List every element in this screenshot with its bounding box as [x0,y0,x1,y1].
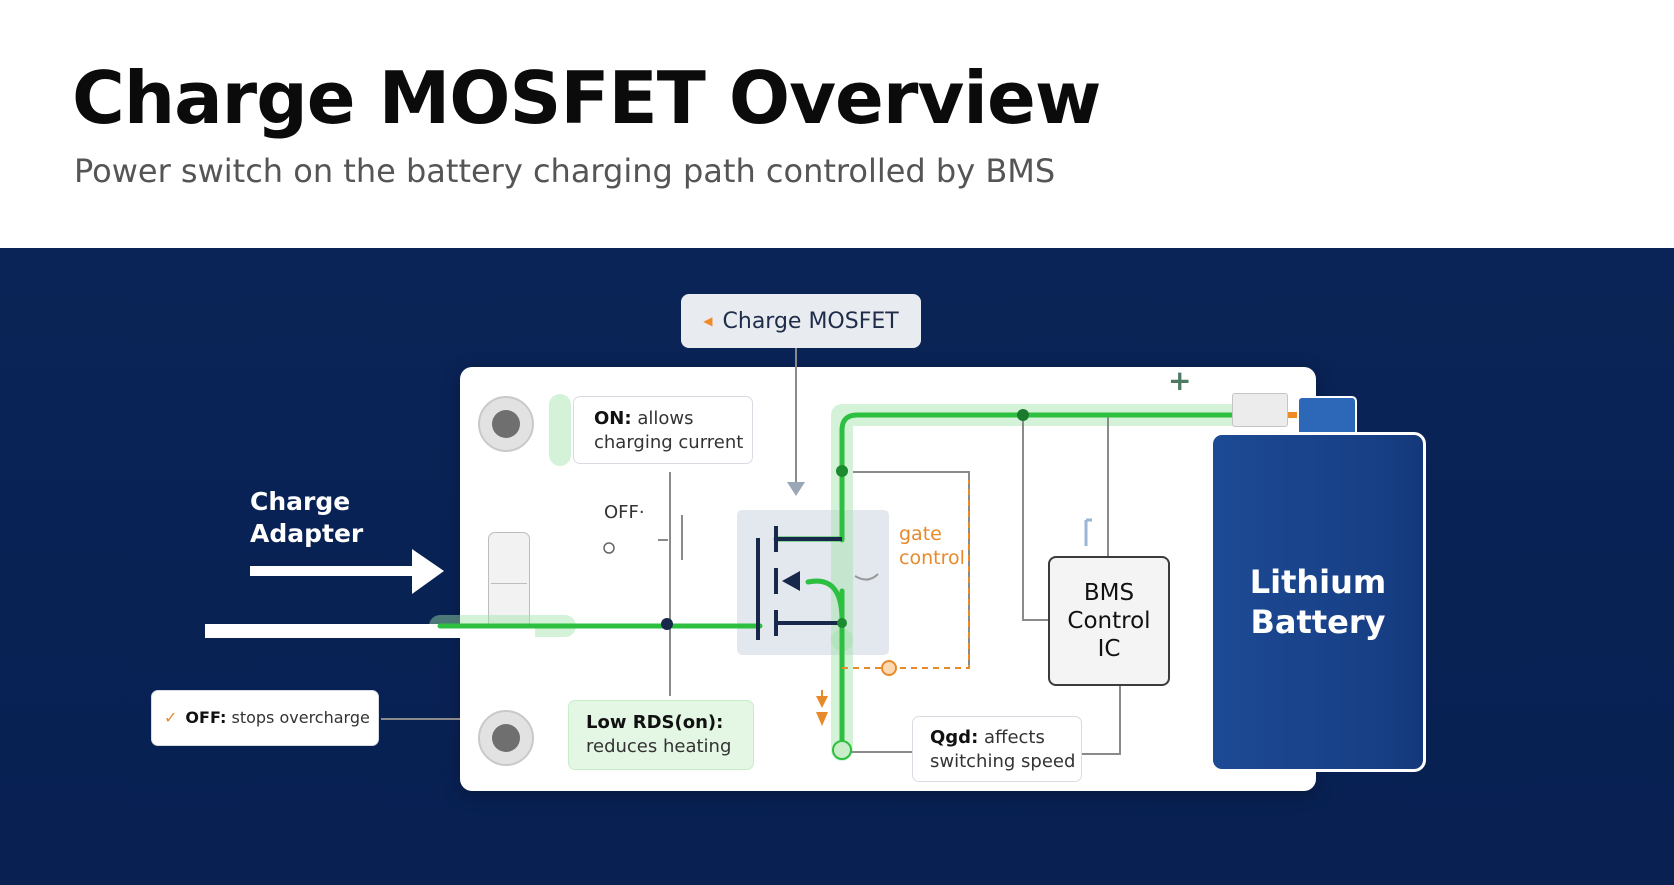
gate-control-line [842,480,970,669]
callout-on-text: allows [637,408,694,429]
callout-on-bold: ON: [594,408,632,429]
lithium-battery: Lithium Battery [1210,432,1426,772]
bms-label-line: Control [1067,608,1151,634]
callout-off: ✓ OFF: stops overcharge [151,690,379,746]
adapter-label-line: Adapter [250,519,364,548]
junction-nodes [661,409,1029,630]
adapter-label-line: Charge [250,487,351,516]
gate-label-line: gate [899,523,942,545]
mounting-screw-icon [478,710,534,766]
page-subtitle: Power switch on the battery charging pat… [74,152,1056,190]
callout-on-text: charging current [594,432,744,453]
callout-on: ON: allows charging current [573,396,753,464]
pointer-triangle-icon: ◀ [703,314,713,328]
callout-off-bold: OFF: [185,708,227,727]
mounting-screw-icon [478,396,534,452]
off-label: OFF· [604,502,645,523]
mosfet-symbol-icon [756,526,842,640]
callout-qgd-bold: Qgd: [930,727,979,748]
arrow-left-icon [782,571,800,591]
current-path [437,412,1235,753]
battery-label-line: Battery [1250,603,1386,641]
callout-rds: Low RDS(on): reduces heating [568,700,754,770]
callout-off-text: stops overcharge [231,708,370,727]
page-title: Charge MOSFET Overview [72,56,1101,140]
check-icon: ✓ [164,708,178,727]
battery-terminal [1232,393,1288,427]
callout-rds-bold: Low RDS(on): [586,712,724,733]
battery-cap [1297,396,1357,434]
gate-label-line: control [899,547,965,569]
adapter-label: Charge Adapter [250,486,363,550]
bms-control-ic: BMS Control IC [1048,556,1170,686]
callout-rds-text: reduces heating [586,736,732,757]
bms-label-line: BMS [1083,580,1135,606]
arrow-down-icon [787,482,805,496]
callout-qgd: Qgd: affects switching speed [912,716,1082,782]
header: Charge MOSFET Overview Power switch on t… [0,0,1674,248]
mosfet-tag-label: Charge MOSFET [722,308,899,334]
gate-control-label: gate control [899,522,965,570]
plus-icon: + [1168,364,1192,397]
mosfet-tag: ◀ Charge MOSFET [681,294,921,348]
arrow-down-orange-icon [816,690,828,726]
signal-lines [381,348,1121,755]
callout-qgd-text: affects [984,727,1045,748]
bms-label-line: IC [1097,636,1121,662]
battery-label-line: Lithium [1249,563,1387,601]
callout-qgd-text: switching speed [930,751,1076,772]
